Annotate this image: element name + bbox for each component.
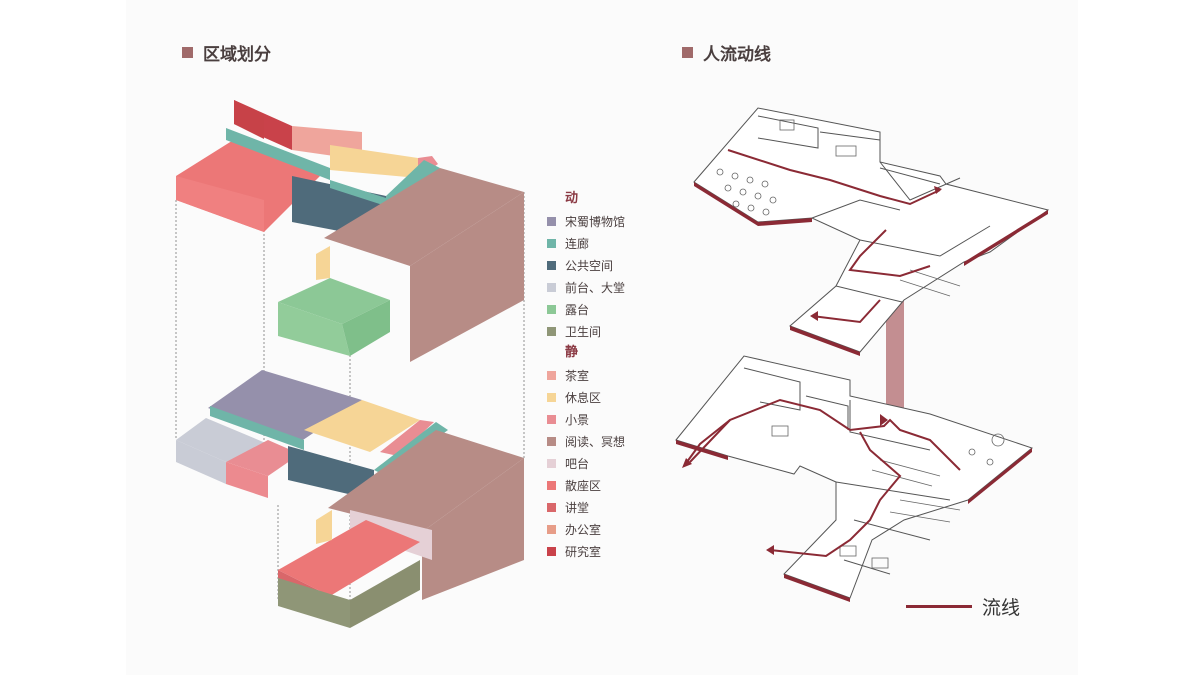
- legend-item: 阅读、冥想: [547, 430, 667, 452]
- zoning-legend: 动 宋蜀博物馆 连廊 公共空间 前台、大堂 露台 卫生间 静 茶室 休息区 小景…: [547, 188, 667, 562]
- lower-flow-path: [769, 431, 902, 558]
- flow-line-swatch: [906, 605, 972, 608]
- lower-floor-blocks: [176, 370, 524, 628]
- upper-flow-path: [848, 229, 931, 278]
- legend-item: 休息区: [547, 386, 667, 408]
- flow-title: 人流动线: [703, 45, 771, 65]
- legend-item: 办公室: [547, 518, 667, 540]
- legend-swatch: [547, 524, 556, 534]
- legend-item: 茶室: [547, 364, 667, 386]
- legend-label: 休息区: [565, 390, 602, 405]
- arrow-icon: [934, 186, 942, 194]
- legend-item: 吧台: [547, 452, 667, 474]
- flow-heading: 人流动线: [682, 40, 771, 65]
- legend-swatch: [547, 370, 556, 380]
- legend-item: 前台、大堂: [547, 276, 667, 298]
- legend-item: 连廊: [547, 232, 667, 254]
- upper-flow-path: [727, 149, 941, 206]
- legend-swatch: [547, 392, 556, 402]
- legend-label: 茶室: [565, 368, 590, 383]
- legend-swatch: [547, 458, 556, 468]
- legend-label: 公共空间: [565, 258, 614, 273]
- legend-item: 卫生间: [547, 320, 667, 342]
- lower-flow-path: [683, 419, 731, 467]
- legend-label: 宋蜀博物馆: [565, 214, 626, 229]
- upper-furniture: [716, 119, 961, 297]
- legend-label: 讲堂: [565, 500, 590, 515]
- flow-legend-label: 流线: [982, 597, 1021, 619]
- lower-flow-path: [689, 398, 961, 471]
- legend-item: 宋蜀博物馆: [547, 210, 667, 232]
- zoning-heading: 区域划分: [182, 40, 271, 65]
- legend-label: 前台、大堂: [565, 280, 626, 295]
- legend-item: 讲堂: [547, 496, 667, 518]
- legend-label: 散座区: [565, 478, 602, 493]
- legend-swatch: [547, 304, 556, 314]
- upper-floor-blocks: [176, 100, 524, 362]
- legend-static-label: 静: [565, 345, 579, 360]
- legend-item: 公共空间: [547, 254, 667, 276]
- upper-flow-path: [811, 299, 881, 324]
- legend-swatch: [547, 216, 556, 226]
- arrow-icon: [682, 458, 692, 468]
- arrow-icon: [880, 414, 888, 426]
- flow-legend: 流线: [906, 593, 1020, 620]
- square-bullet-icon: [682, 47, 693, 58]
- legend-label: 阅读、冥想: [565, 434, 626, 449]
- lower-plan: [675, 355, 1034, 602]
- upper-plan: [693, 107, 1050, 356]
- legend-swatch: [547, 238, 556, 248]
- legend-swatch: [547, 546, 556, 556]
- zoning-title: 区域划分: [203, 45, 271, 65]
- legend-swatch: [547, 282, 556, 292]
- square-bullet-icon: [182, 47, 193, 58]
- legend-swatch: [547, 414, 556, 424]
- legend-item: 散座区: [547, 474, 667, 496]
- legend-label: 研究室: [565, 544, 602, 559]
- lower-furniture: [771, 425, 1005, 569]
- legend-swatch: [547, 326, 556, 336]
- legend-label: 小景: [565, 412, 590, 427]
- legend-label: 露台: [565, 302, 590, 317]
- legend-swatch: [547, 502, 556, 512]
- legend-item: 小景: [547, 408, 667, 430]
- legend-label: 吧台: [565, 456, 590, 471]
- legend-label: 办公室: [565, 522, 602, 537]
- legend-swatch: [547, 260, 556, 270]
- arrow-icon: [810, 311, 818, 321]
- arrow-icon: [766, 545, 774, 555]
- legend-swatch: [547, 436, 556, 446]
- legend-swatch: [547, 480, 556, 490]
- legend-item: 露台: [547, 298, 667, 320]
- legend-label: 卫生间: [565, 324, 602, 339]
- legend-item: 研究室: [547, 540, 667, 562]
- legend-dynamic-label: 动: [565, 191, 579, 206]
- legend-label: 连廊: [565, 236, 590, 251]
